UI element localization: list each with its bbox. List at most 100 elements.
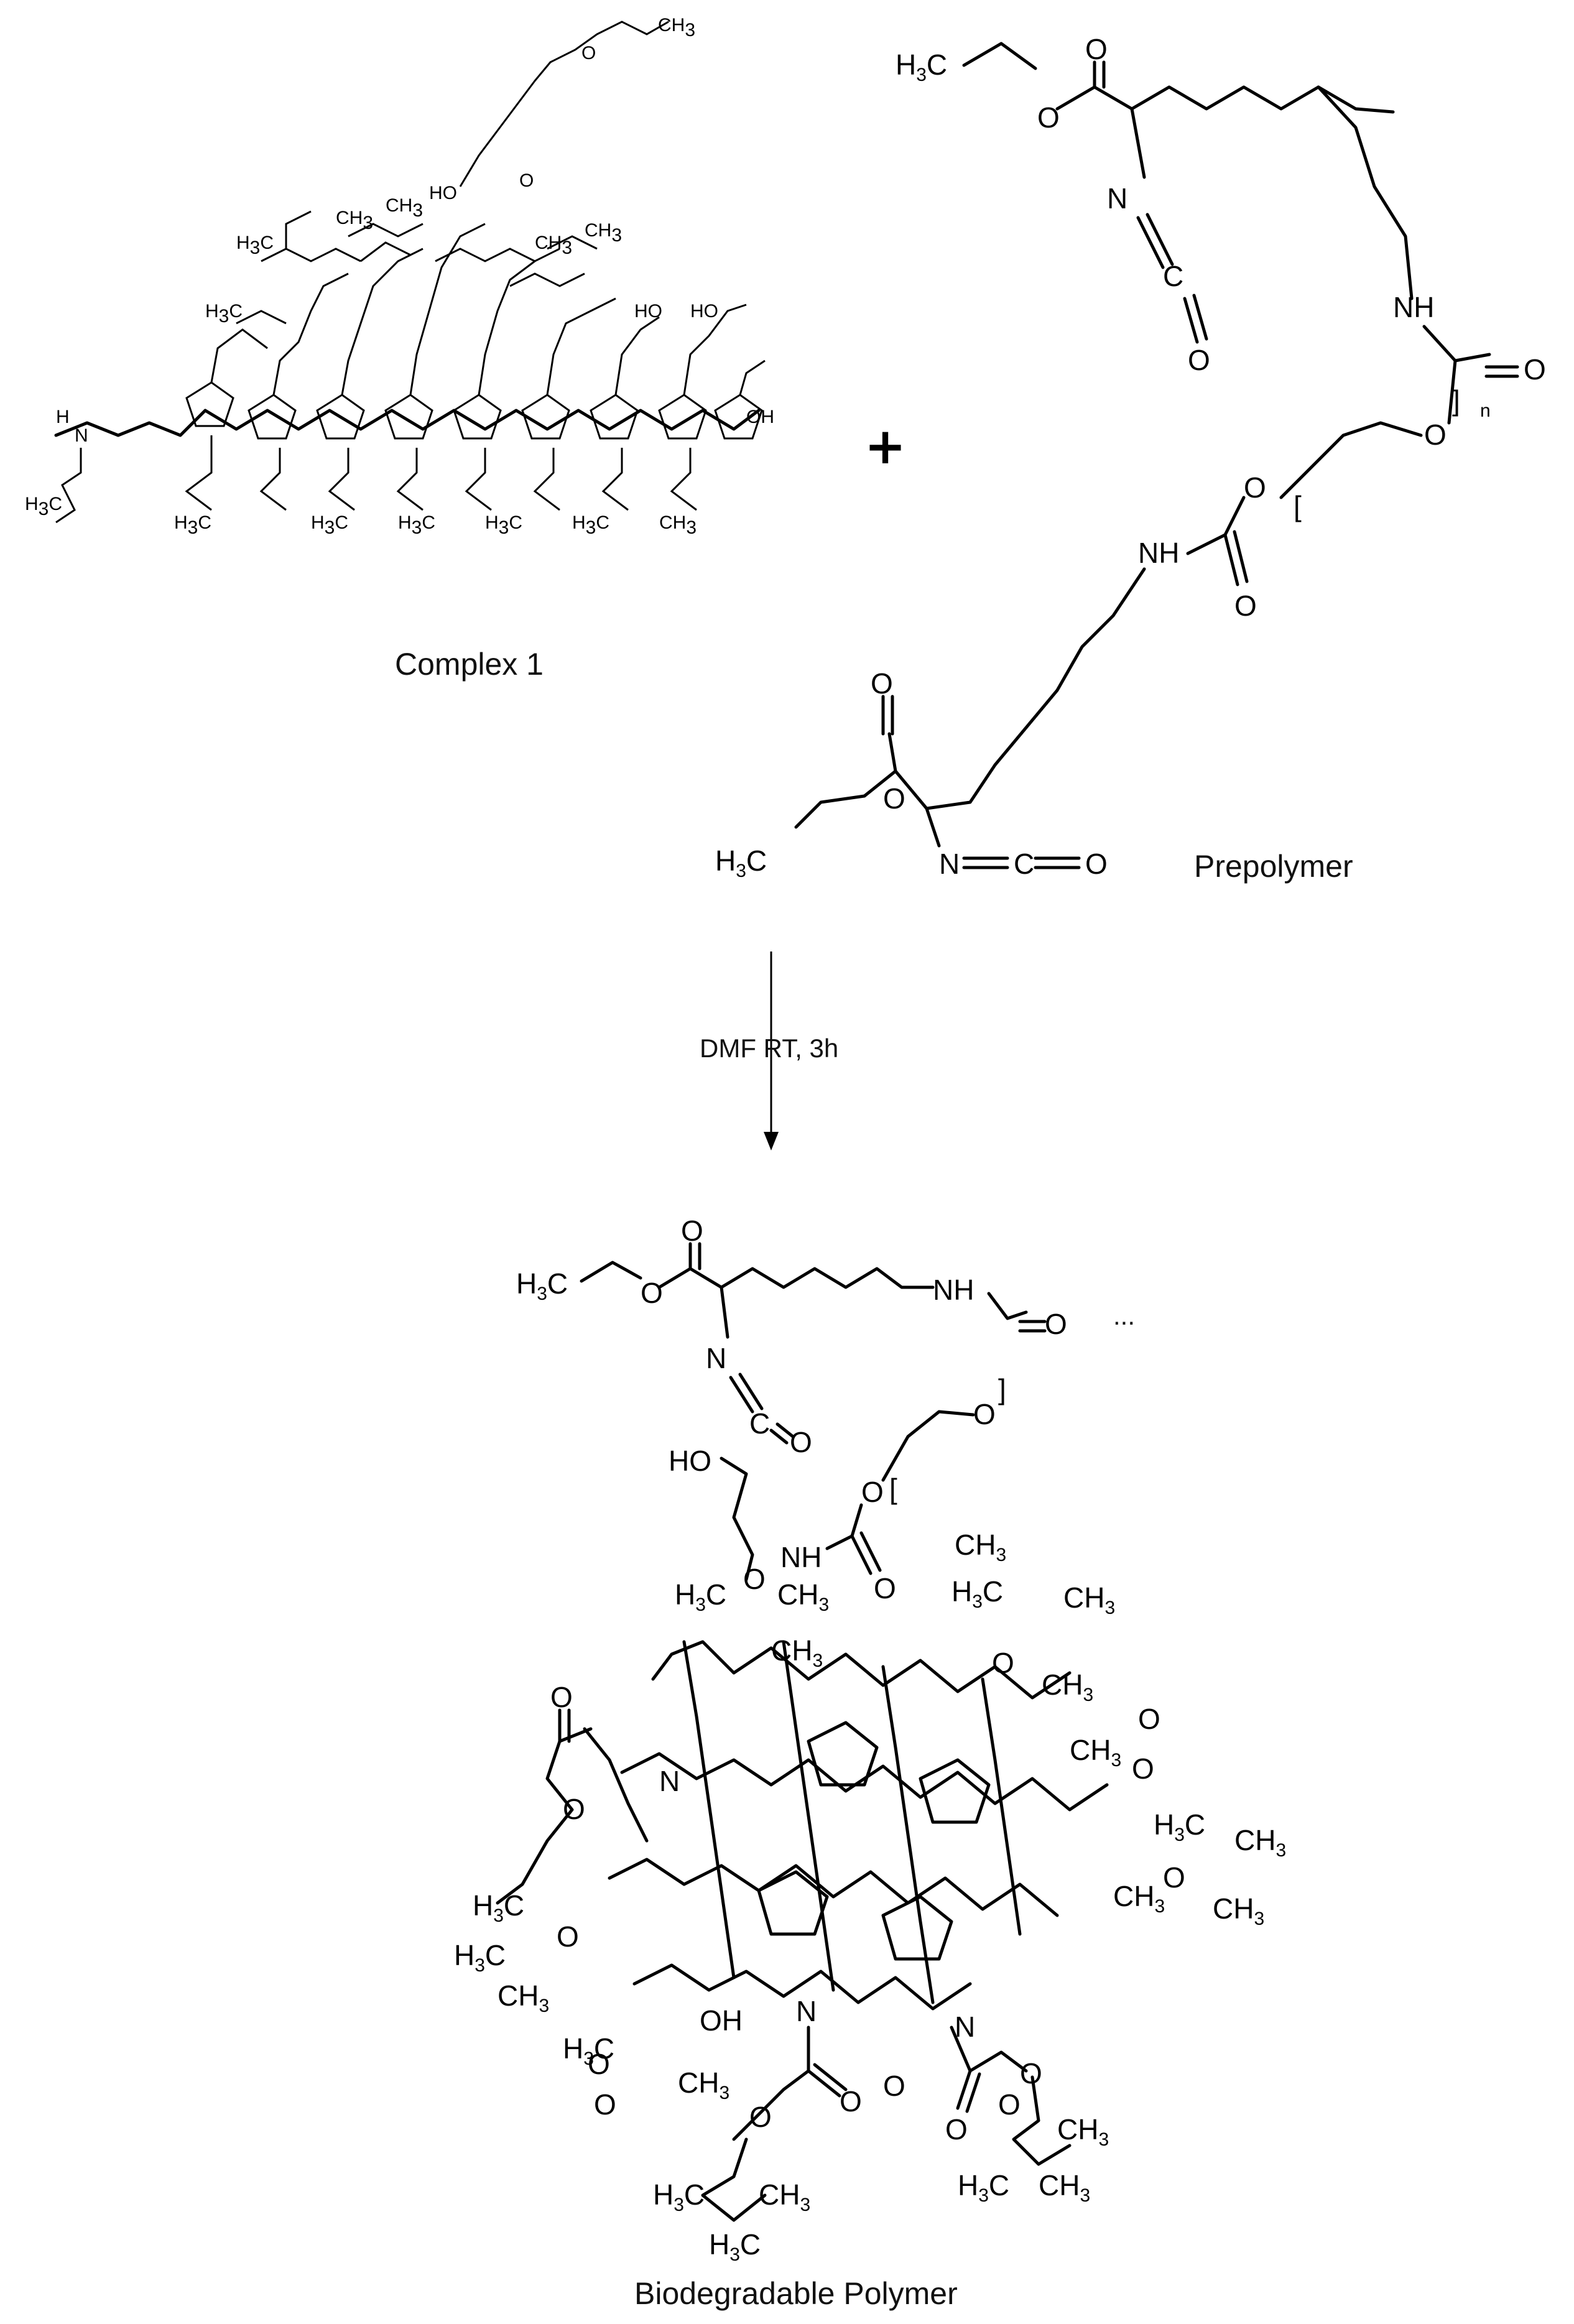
product-nh-mid: NH [780,1541,822,1573]
complex-ether-o1: O [581,43,596,63]
complex-boc-ch3-2: CH3 [386,195,423,221]
prepolymer-h3c-top: H3C [896,49,947,85]
product-tbu-o-5: O [557,1920,579,1953]
product-tbu-ch3-6: CH3 [1070,1734,1121,1771]
complex-boc-ch3-3: CH3 [535,233,572,258]
complex-boc-ch3-1: CH3 [336,208,373,233]
complex-ho-2: HO [634,301,662,322]
product-lower-o-2b: O [1020,2057,1042,2090]
product-label: Biodegradable Polymer [634,2276,958,2311]
product-lower-ch3-1: CH3 [759,2178,810,2215]
prepolymer-structure: H3C O O NH N C O O O ] n [ O O [715,33,1546,881]
product-lower-o-4: O [883,2070,905,2102]
product-n-top: N [706,1342,726,1374]
product-tbu-h3c-5: H3C [563,2032,614,2069]
prepolymer-carbonyl-o-top: O [1085,33,1108,65]
product-tbu-ch3-8: CH3 [1113,1880,1165,1917]
product-tbu-o-2: O [1163,1861,1185,1894]
reaction-conditions: DMF RT, 3h [700,1034,838,1063]
product-tbu-h3c-1: H3C [675,1578,726,1615]
complex-nterm-h: H [56,407,70,427]
product-tbu-o-3: O [1132,1752,1154,1785]
prepolymer-o-bottom-nco: O [1085,848,1108,880]
complex-ether-o2: O [519,170,534,191]
product-carbonyl-o-top: O [681,1215,703,1247]
product-ether-o: O [743,1563,766,1595]
product-tbu-h3c-2: H3C [951,1575,1003,1612]
prepolymer-bracket-open: [ [1294,490,1302,522]
prepolymer-nh-top: NH [1393,291,1434,323]
prepolymer-urethane-o-bottom: O [1234,590,1257,622]
prepolymer-ester-o-top: O [1037,101,1060,134]
product-tbu-ch3-1: CH3 [777,1578,829,1615]
product-left-carbonyl-o: O [550,1681,573,1713]
prepolymer-h3c-bottom: H3C [715,845,767,881]
product-lower-h3c-1: H3C [653,2178,705,2215]
prepolymer-c-top: C [1163,260,1183,292]
product-tbu-o-1: O [992,1647,1014,1679]
product-tbu-ch3-2: CH3 [771,1634,823,1671]
product-lower-o-1b: O [840,2085,862,2118]
product-urethane-oxy-top: O [973,1398,996,1430]
product-structure: H3C O O NH N C O O O ] [ O ... HO O [454,1215,1286,2265]
product-tbu-ch3-3: CH3 [955,1529,1006,1565]
complex-ho-3: HO [690,301,718,322]
prepolymer-carbonyl-o-bottom: O [871,667,893,700]
product-lower-n-1: N [796,1995,817,2027]
product-urethane-oxy-bottom: O [861,1476,884,1508]
complex-boc-h3c-2: H3C [205,301,243,326]
prepolymer-bracket-close: ] [1452,384,1460,417]
product-tbu-o-4: O [1138,1703,1160,1735]
product-o-top-nco: O [790,1426,812,1458]
prepolymer-n-sub: n [1480,400,1491,421]
prepolymer-urethane-o-top: O [1524,353,1546,386]
product-bracket-close: ] [998,1373,1006,1405]
complex-1-structure: CH3 O O HO H3C CH3 [25,15,774,538]
product-urethane-o-top: O [1045,1308,1067,1340]
product-lower-n-2: N [955,2011,975,2043]
reaction-arrow [764,951,779,1150]
product-left-ester-o: O [563,1793,585,1825]
prepolymer-ester-o-bottom: O [883,782,905,815]
product-left-h3c: H3C [473,1889,524,1926]
product-tbu-o-6: O [588,2048,610,2080]
product-c-top: C [749,1407,770,1440]
prepolymer-nh-bottom: NH [1138,537,1179,569]
product-ester-o-top: O [641,1277,663,1309]
product-bracket-open: [ [889,1473,897,1505]
product-tbu-o-7: O [594,2088,616,2121]
product-tbu-ch3-7: CH3 [1234,1824,1286,1861]
prepolymer-o-top-nco: O [1188,344,1210,376]
prepolymer-n-bottom: N [939,848,960,880]
product-tbu-h3c-4: H3C [454,1939,506,1976]
product-nh-top: NH [933,1274,974,1306]
product-ho: HO [669,1445,711,1477]
prepolymer-n-top: N [1107,182,1127,215]
complex-lower-h3c-5: H3C [572,512,609,538]
complex-oh: OH [746,407,774,427]
complex-boc-h3c-1: H3C [236,233,274,258]
complex-1-label: Complex 1 [395,647,544,682]
complex-nterm-h3c: H3C [25,494,62,519]
prepolymer-urethane-oxy-top: O [1424,419,1447,451]
complex-ch3-top: CH3 [658,15,695,40]
product-lower-ch3-2: CH3 [1057,2113,1109,2150]
complex-lower-h3c-4: H3C [485,512,522,538]
product-lower-ch3-3: CH3 [1039,2169,1090,2206]
product-lower-h3c-3: H3C [958,2169,1009,2206]
complex-lower-ch3: CH3 [659,512,697,538]
product-lower-o-2: O [945,2113,968,2146]
product-left-n: N [659,1765,680,1797]
complex-lower-h3c-1: H3C [174,512,211,538]
prepolymer-c-bottom: C [1014,848,1034,880]
product-h3c-top: H3C [516,1267,568,1304]
complex-ho: HO [429,183,457,203]
complex-boc-ch3-4: CH3 [585,220,622,246]
complex-lower-h3c-2: H3C [311,512,348,538]
product-tbu-ch3-5: CH3 [1042,1669,1093,1705]
prepolymer-label: Prepolymer [1194,849,1353,884]
product-lower-h3c-2: H3C [709,2228,761,2265]
product-lower-o-3: O [998,2088,1021,2121]
product-tbu-ch3-9: CH3 [1213,1892,1264,1929]
